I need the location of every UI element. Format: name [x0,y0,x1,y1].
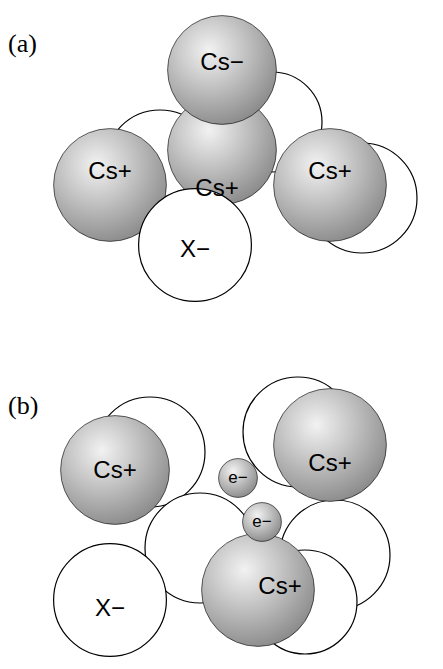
anion-sphere: X− [53,543,167,657]
ion-label: e− [218,469,258,488]
ion-label: e− [242,513,282,532]
sphere [219,459,258,498]
ion-label: X− [53,595,167,621]
electron-sphere: e− [218,458,258,498]
ion-label: Cs− [167,49,277,75]
panel-label: (b) [8,392,38,421]
sphere [61,416,170,525]
cation-sphere: Cs+ [201,533,315,647]
ion-label: X− [138,236,252,262]
ion-label: Cs+ [53,158,167,184]
panel-label: (a) [8,30,37,59]
anion-sphere: X− [138,188,252,302]
electron-sphere: e− [242,502,282,542]
cation-sphere: Cs+ [60,415,170,525]
cation-sphere: Cs+ [273,388,387,502]
sphere [54,544,167,657]
ion-label: Cs+ [223,573,337,599]
sphere [243,503,282,542]
cation-sphere: Cs− [167,15,277,125]
sphere [168,16,277,125]
sphere [274,129,387,242]
sphere-outline [273,388,387,502]
sphere-outline [273,128,387,242]
ion-label: Cs+ [162,175,272,201]
sphere [274,389,387,502]
sphere [139,189,252,302]
ion-label: Cs+ [273,450,387,476]
ion-label: Cs+ [273,158,387,184]
ion-label: Cs+ [60,457,170,483]
cation-sphere: Cs+ [273,128,387,242]
